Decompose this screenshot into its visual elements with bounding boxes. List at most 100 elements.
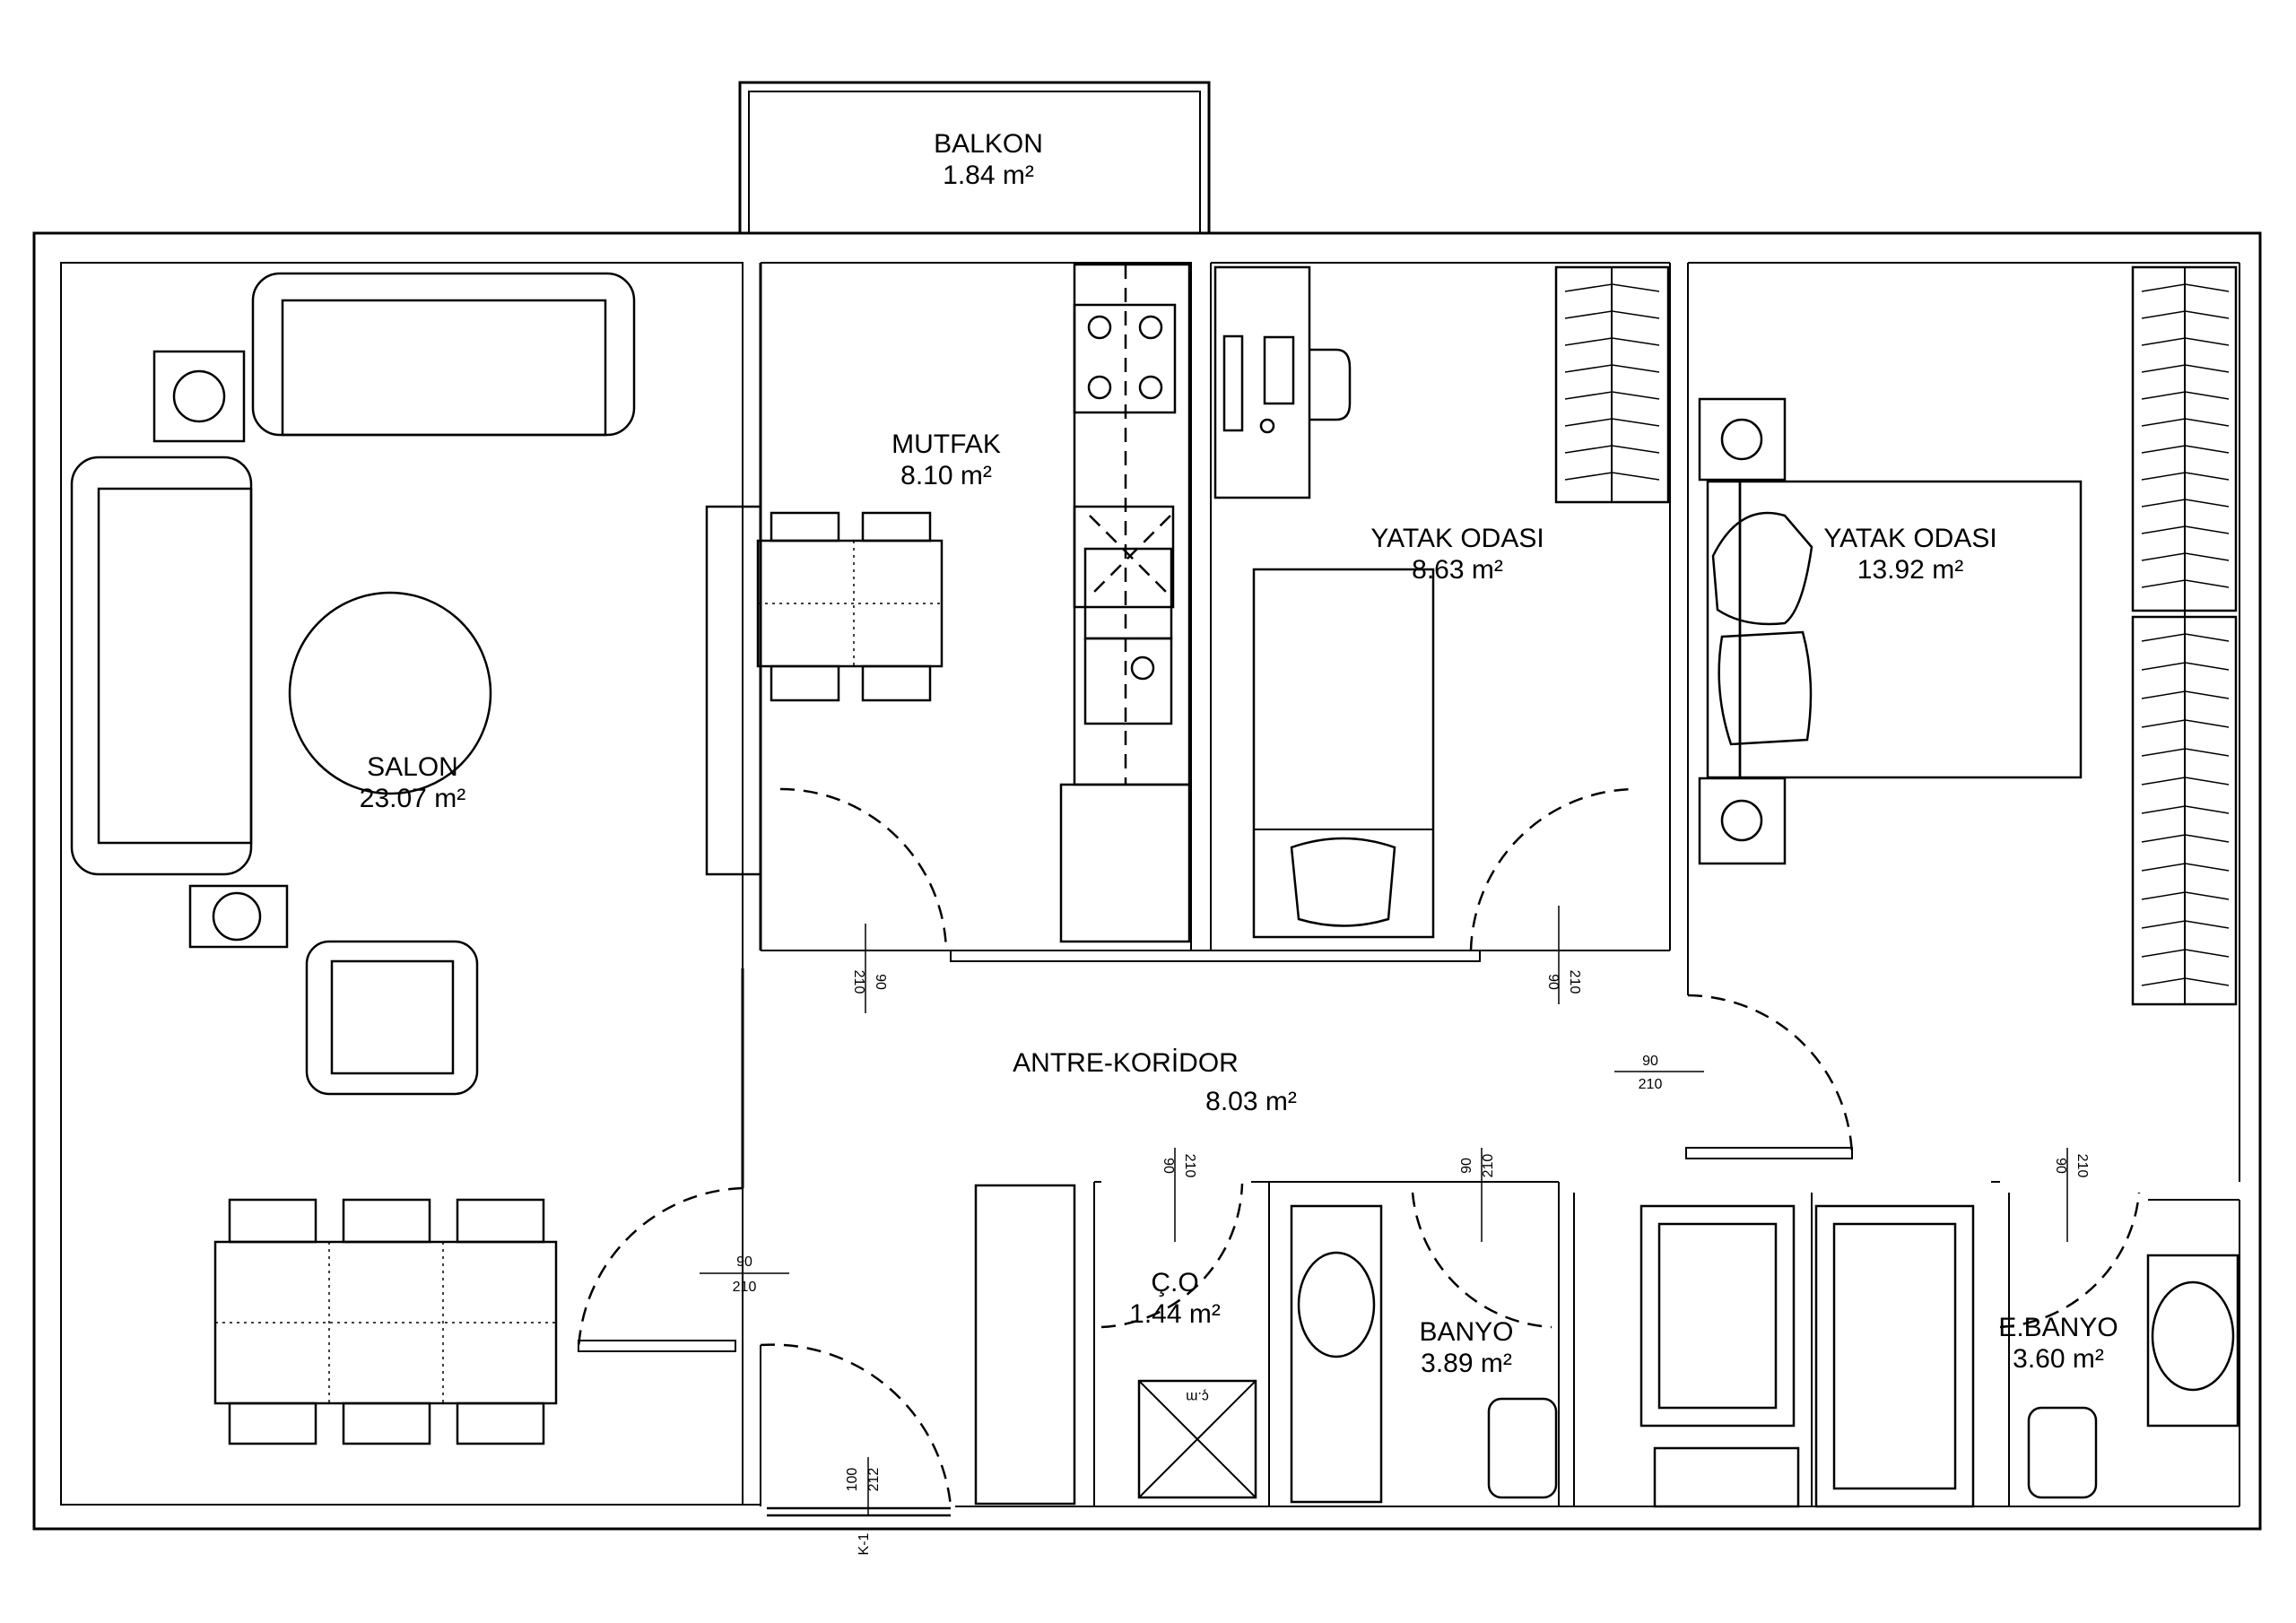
door-dimensions: 90 210 90 210 90 210 90 210 90 210 90 21… [700, 906, 2090, 1555]
hanger-mark [2141, 949, 2230, 958]
room-name-banyo: BANYO [1419, 1317, 1513, 1347]
hanger-mark [2141, 310, 2230, 319]
room-area-banyo: 3.89 m² [1421, 1349, 1512, 1378]
wardrobe-2-upper-hangers [2141, 283, 2230, 588]
room-area-antre: 8.03 m² [1205, 1087, 1297, 1116]
dim-height: 210 [1481, 1154, 1496, 1178]
toilet-banyo [1487, 1397, 1558, 1499]
dim-height: 210 [1639, 1077, 1663, 1092]
dim-height: 210 [1182, 1154, 1197, 1178]
fridge [1059, 783, 1191, 943]
tv-unit [705, 505, 762, 876]
dim-height: 210 [851, 970, 866, 994]
hanger-mark [1564, 445, 1660, 454]
sink [1073, 505, 1175, 725]
room-name-mutfak: MUTFAK [891, 430, 1001, 459]
dim-width: 90 [1459, 1158, 1474, 1174]
hanger-mark [2141, 445, 2230, 454]
dim-width: 90 [1642, 1054, 1658, 1069]
desk [1213, 265, 1352, 499]
room-name-antre: ANTRE-KORİDOR [1013, 1048, 1239, 1078]
washing-machine: ç.m [1137, 1379, 1257, 1499]
hanger-mark [1564, 472, 1660, 481]
wardrobe-1 [1554, 265, 1670, 504]
dining-set [213, 1198, 558, 1445]
bedroom2-door-swing [1687, 994, 1854, 1158]
dim-height: 210 [2074, 1154, 2090, 1178]
hanger-mark [2141, 662, 2230, 671]
wardrobe-2 [2131, 265, 2238, 1006]
toilet-ensuite [2027, 1406, 2098, 1499]
hanger-mark [2141, 633, 2230, 642]
hanger-mark [2141, 748, 2230, 757]
room-name-yatak1: YATAK ODASI [1370, 524, 1544, 553]
dim-width: 100 [845, 1468, 860, 1492]
hanger-mark [2141, 690, 2230, 699]
hanger-mark [1564, 364, 1660, 373]
room-name-salon: SALON [367, 752, 458, 782]
hanger-mark [2141, 364, 2230, 373]
hanger-mark [2141, 391, 2230, 400]
room-area-balkon: 1.84 m² [943, 161, 1034, 190]
sofa-top [251, 272, 636, 437]
hanger-mark [2141, 977, 2230, 986]
hanger-mark [2141, 777, 2230, 785]
hanger-mark [2141, 805, 2230, 814]
shower [1814, 1204, 1975, 1508]
salon-furniture [70, 272, 762, 1445]
hanger-mark [1564, 418, 1660, 427]
room-area-yatak2: 13.92 m² [1857, 555, 1963, 585]
side-table-bottom [188, 884, 289, 949]
dim-width: 90 [873, 974, 888, 990]
kitchen-door-swing [779, 787, 948, 951]
room-name-ebanyo: E.BANYO [1998, 1313, 2118, 1342]
hanger-mark [1564, 391, 1660, 400]
hanger-mark [2141, 525, 2230, 534]
hanger-mark [2141, 891, 2230, 900]
hob [1073, 303, 1177, 414]
nightstand-top [1698, 397, 1787, 482]
room-area-mutfak: 8.10 m² [900, 461, 992, 490]
sofa-left [70, 456, 253, 876]
vanity [1290, 1204, 1383, 1504]
room-area-salon: 23.07 m² [360, 784, 465, 813]
room-area-co: 1.44 m² [1129, 1299, 1221, 1329]
hanger-mark [2141, 920, 2230, 929]
room-area-yatak1: 8.63 m² [1412, 555, 1503, 585]
dim-height: 210 [733, 1280, 757, 1295]
ensuite-sink [2146, 1254, 2239, 1428]
doors [577, 787, 2141, 1517]
hanger-mark [2141, 472, 2230, 481]
hanger-mark [2141, 863, 2230, 872]
wardrobe-2-lower-hangers [2141, 633, 2230, 986]
salon-door-swing [577, 1186, 744, 1350]
dining-table-kitchen [756, 511, 944, 702]
hanger-mark [2141, 552, 2230, 561]
side-table-top [152, 350, 246, 443]
hanger-mark [1564, 337, 1660, 346]
room-name-balkon: BALKON [934, 129, 1043, 159]
dim-width: 90 [1161, 1158, 1176, 1174]
hanger-mark [2141, 719, 2230, 728]
single-bed [1252, 568, 1435, 939]
wet-area-furniture: ç.m [974, 1184, 2239, 1508]
dim-width: 90 [736, 1254, 752, 1270]
bathtub [1639, 1204, 1800, 1508]
room-labels: BALKON 1.84 m² SALON 23.07 m² MUTFAK 8.1… [360, 129, 2118, 1378]
hanger-mark [2141, 499, 2230, 508]
closet-door-swing [1100, 1183, 1244, 1329]
dim-width: 90 [2053, 1158, 2068, 1174]
bedroom1-furniture [1213, 265, 1670, 939]
washer-label: ç.m [1186, 1389, 1209, 1404]
dim-height: 210 [1567, 970, 1582, 994]
hanger-mark [2141, 834, 2230, 843]
hanger-mark [2141, 418, 2230, 427]
bathroom-door-swing [1411, 1192, 1552, 1329]
hanger-mark [1564, 310, 1660, 319]
entrance-door-code: K-1 [857, 1532, 872, 1555]
coffee-table [288, 591, 492, 795]
ensuite-door-swing [1999, 1192, 2141, 1329]
hanger-mark [1564, 283, 1660, 292]
bedroom2-furniture [1698, 265, 2238, 1006]
